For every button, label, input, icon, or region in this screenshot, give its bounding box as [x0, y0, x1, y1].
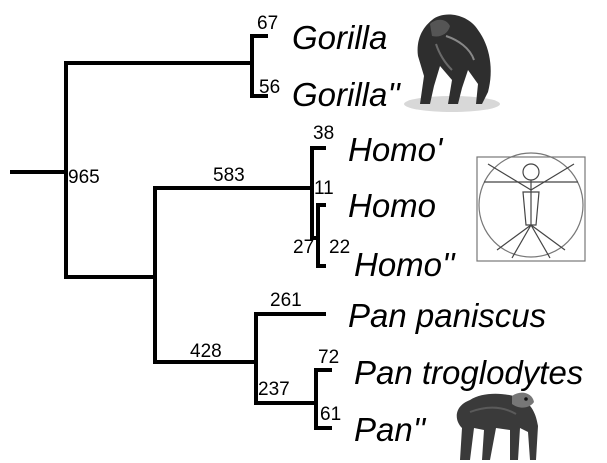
taxon-homo-1: Homo'	[348, 131, 444, 168]
node-label-pan-group: 428	[190, 341, 222, 362]
node-label-homo-1: 38	[313, 123, 334, 144]
node-label-gorilla-2: 56	[259, 77, 280, 98]
node-label-pan-trog-node: 237	[258, 379, 290, 400]
node-label-homo-inner: 11	[314, 178, 334, 199]
taxon-pan-troglodytes: Pan troglodytes	[354, 354, 583, 391]
tree-branches	[12, 36, 330, 428]
taxon-gorilla-2: Gorilla''	[292, 76, 402, 113]
node-label-homo-b-left: 27	[293, 237, 314, 258]
taxon-pan-dbl: Pan''	[354, 411, 427, 448]
node-label-homo-b-right: 22	[329, 237, 350, 258]
node-label-gorilla-1: 67	[257, 13, 278, 34]
taxon-homo-2: Homo	[348, 187, 436, 224]
chimpanzee-icon	[457, 393, 538, 460]
node-label-pan-paniscus: 261	[270, 290, 302, 311]
taxon-homo-3: Homo''	[354, 246, 456, 283]
taxon-gorilla-1: Gorilla	[292, 19, 387, 56]
gorilla-icon	[404, 15, 500, 112]
node-label-pan-troglodytes: 72	[318, 347, 339, 368]
node-label-homo-group: 583	[213, 165, 245, 186]
vitruvian-man-icon	[477, 153, 585, 261]
taxon-pan-paniscus: Pan paniscus	[348, 297, 546, 334]
node-label-pan-dbl: 61	[320, 404, 341, 425]
taxon-labels: Gorilla Gorilla'' Homo' Homo Homo'' Pan …	[292, 19, 583, 448]
node-label-root: 965	[68, 167, 100, 188]
